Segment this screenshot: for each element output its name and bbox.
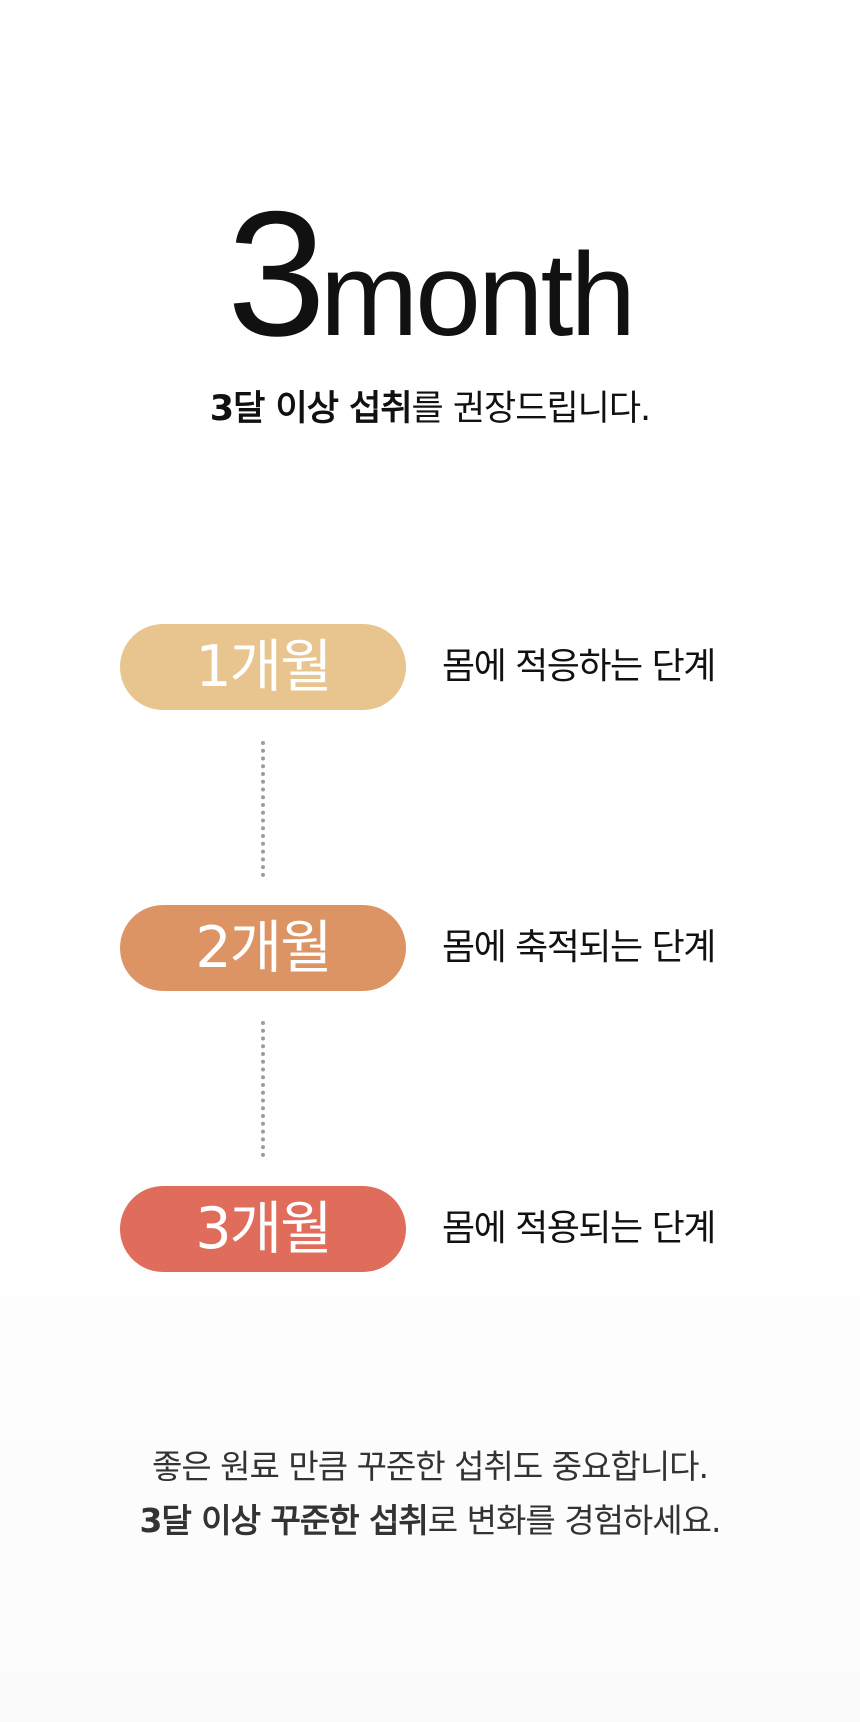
stage-badge-1: 1개월 (120, 624, 406, 710)
stage-description-2: 몸에 축적되는 단계 (442, 927, 716, 968)
footer-line-2: 3달 이상 꾸준한 섭취로 변화를 경험하세요. (0, 1494, 860, 1548)
subtitle-emphasis: 3달 이상 섭취 (209, 389, 413, 429)
hero-title: 3month (0, 185, 860, 363)
dotted-connector-2 (261, 1021, 265, 1157)
dotted-connector-1 (261, 741, 265, 877)
subtitle-rest: 를 권장드립니다. (411, 389, 652, 429)
stage-row-2: 2개월 몸에 축적되는 단계 (120, 905, 760, 991)
stage-description-3: 몸에 적용되는 단계 (442, 1208, 716, 1249)
stage-badge-2: 2개월 (120, 905, 406, 991)
footer-emphasis: 3달 이상 꾸준한 섭취 (139, 1501, 428, 1540)
footer-line-2-rest: 로 변화를 경험하세요. (427, 1501, 722, 1540)
stage-description-1: 몸에 적응하는 단계 (442, 646, 716, 687)
footer-line-1: 좋은 원료 만큼 꾸준한 섭취도 중요합니다. (151, 1447, 709, 1486)
footer-message: 좋은 원료 만큼 꾸준한 섭취도 중요합니다. 3달 이상 꾸준한 섭취로 변화… (0, 1440, 860, 1548)
subtitle: 3달 이상 섭취를 권장드립니다. (0, 386, 860, 432)
stage-row-1: 1개월 몸에 적응하는 단계 (120, 624, 760, 710)
stage-row-3: 3개월 몸에 적용되는 단계 (120, 1186, 760, 1272)
stage-badge-3: 3개월 (120, 1186, 406, 1272)
hero-number: 3 (227, 174, 326, 373)
hero-unit: month (320, 229, 636, 361)
